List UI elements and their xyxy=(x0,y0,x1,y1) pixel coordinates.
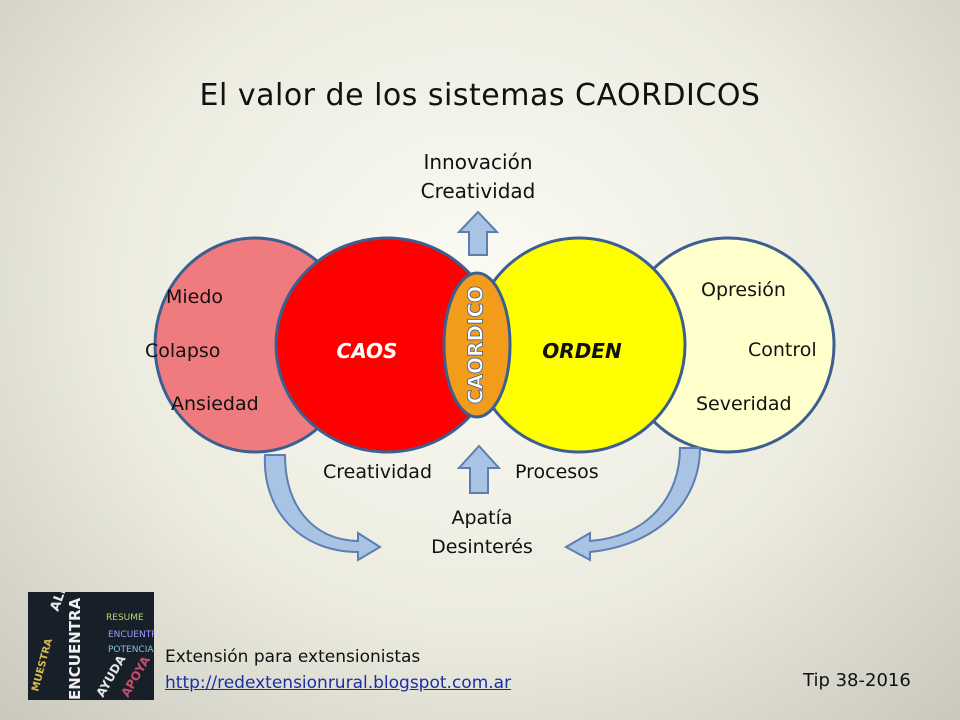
caordico-ellipse xyxy=(442,271,512,419)
caos-label: CAOS xyxy=(337,339,398,363)
right-label-1: Opresión xyxy=(701,279,786,301)
left-label-3: Ansiedad xyxy=(171,393,259,415)
curved-arrow-left-icon xyxy=(263,454,382,562)
curved-arrow-right-icon xyxy=(563,447,702,562)
logo-word-8: ENCUENTRA xyxy=(108,630,154,640)
up-arrow-bottom-icon xyxy=(456,444,502,494)
top-label-1: Innovación xyxy=(423,150,532,174)
caordico-label: CAORDICO xyxy=(464,286,488,404)
bottom-center-2: Desinterés xyxy=(431,536,533,558)
word-cloud-logo: ALIANZA ENCUENTRA MUESTRA AYUDA APOYA PO… xyxy=(28,592,154,700)
footer-link[interactable]: http://redextensionrural.blogspot.com.ar xyxy=(165,673,512,693)
bottom-center-1: Apatía xyxy=(451,507,512,529)
logo-word-2: ENCUENTRA xyxy=(66,597,84,700)
right-label-2: Control xyxy=(748,339,817,361)
page-title: El valor de los sistemas CAORDICOS xyxy=(199,78,761,113)
up-arrow-top-icon xyxy=(456,210,500,256)
logo-word-7: RESUME xyxy=(106,613,144,623)
tip-label: Tip 38-2016 xyxy=(803,670,911,691)
logo-word-6: POTENCIA xyxy=(108,645,154,655)
bottom-left-label: Creatividad xyxy=(323,461,432,483)
bottom-right-label: Procesos xyxy=(515,461,599,483)
top-label-2: Creatividad xyxy=(421,179,536,203)
left-label-1: Miedo xyxy=(166,286,223,308)
footer-line1: Extensión para extensionistas xyxy=(165,647,421,667)
orden-label: ORDEN xyxy=(542,339,622,363)
right-label-3: Severidad xyxy=(696,393,792,415)
left-label-2: Colapso xyxy=(145,340,220,362)
